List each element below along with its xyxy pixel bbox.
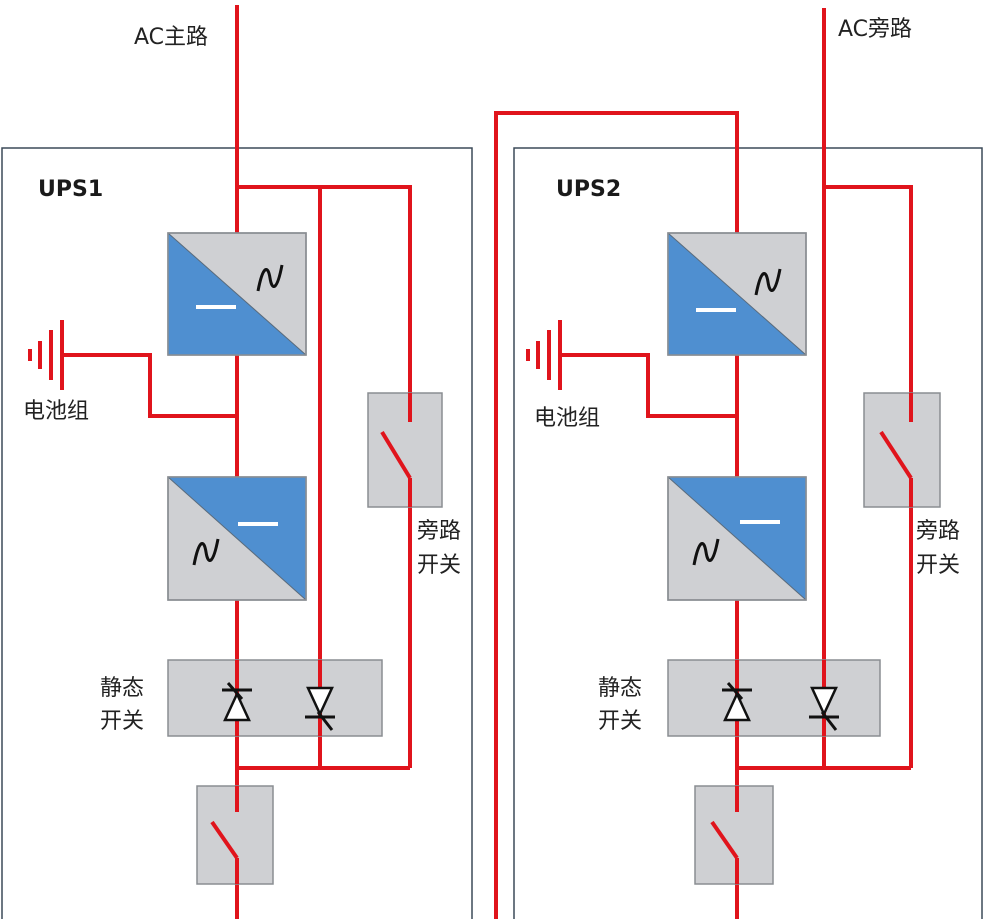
ups1-inverter: [167, 476, 307, 601]
ups1-title: UPS1: [38, 177, 103, 202]
ups1-battery: 电池组: [23, 320, 89, 424]
switch-icon: [879, 430, 913, 480]
ups2-output-switch: [694, 785, 774, 885]
static-switch-label-line1: 静态: [100, 676, 144, 701]
thyristor-icon: [222, 682, 252, 722]
static-switch-label-line2: 开关: [100, 709, 144, 734]
thyristor-icon: [722, 682, 752, 722]
sine-wave-icon: [754, 268, 782, 296]
ups2-battery: 电池组: [526, 320, 600, 431]
bypass-switch-label-line1: 旁路: [417, 519, 461, 544]
sine-wave-icon: [692, 538, 720, 566]
ups1-wiring: [62, 5, 412, 919]
ups2-static-switch: 静态 开关: [598, 659, 881, 737]
ups1-rectifier: [167, 232, 307, 356]
switch-icon: [710, 820, 739, 860]
ac-bypass-label: AC旁路: [838, 17, 912, 42]
ac-main-label: AC主路: [134, 25, 208, 50]
thyristor-icon: [305, 686, 335, 731]
static-switch-label-line1: 静态: [598, 676, 642, 701]
ups1-bypass-switch: 旁路 开关: [367, 392, 461, 578]
ups2-inverter: [667, 476, 807, 601]
ups2-cabinet: [513, 147, 983, 919]
ground-battery-icon: [526, 320, 562, 390]
sine-wave-icon: [192, 538, 220, 566]
battery-label: 电池组: [23, 399, 89, 424]
bypass-switch-label-line2: 开关: [417, 553, 461, 578]
ups2-wiring: [494, 8, 913, 919]
battery-label: 电池组: [534, 406, 600, 431]
ups2-bypass-switch: 旁路 开关: [863, 392, 960, 578]
ground-battery-icon: [28, 320, 64, 390]
bypass-switch-label-line2: 开关: [916, 553, 960, 578]
ups1-output-switch: [196, 785, 274, 885]
switch-icon: [380, 430, 412, 480]
bypass-switch-label-line1: 旁路: [916, 519, 960, 544]
sine-wave-icon: [256, 264, 284, 292]
ups1-static-switch: 静态 开关: [100, 659, 383, 737]
thyristor-icon: [809, 686, 839, 731]
ups2-rectifier: [667, 232, 807, 356]
static-switch-label-line2: 开关: [598, 709, 642, 734]
ups2-title: UPS2: [556, 177, 621, 202]
switch-icon: [210, 820, 239, 860]
